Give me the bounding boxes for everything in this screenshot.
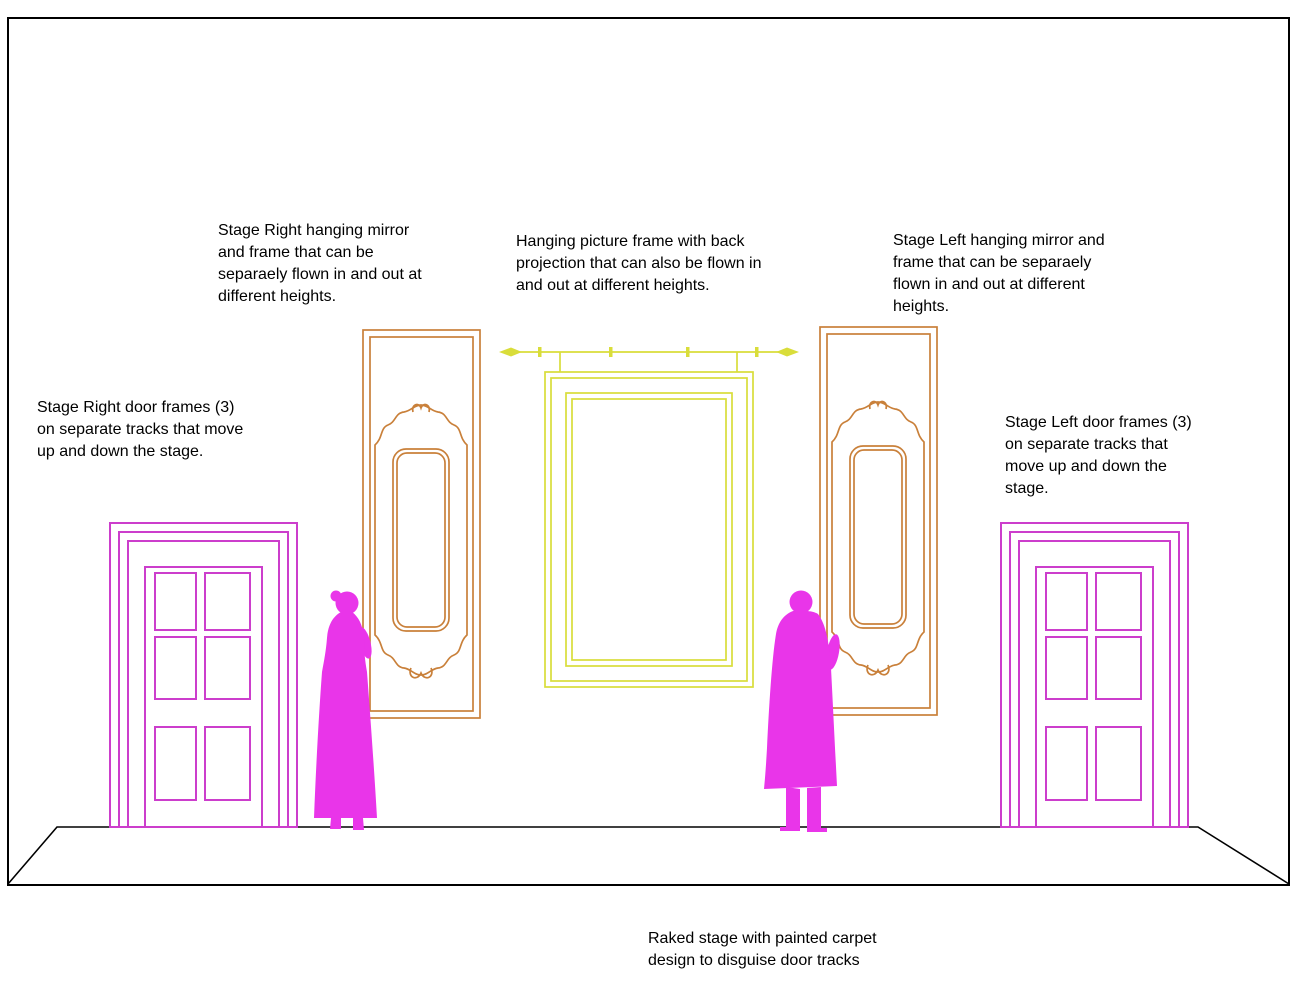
hanging-picture-frame xyxy=(499,347,799,688)
annotation-stage-right-mirror: Stage Right hanging mirror and frame tha… xyxy=(218,222,422,305)
annotation-stage-left-mirror: Stage Left hanging mirror and frame that… xyxy=(893,232,1105,315)
rod-finial-right xyxy=(776,347,799,357)
stage-floor-line xyxy=(7,826,1290,885)
rod-finial-left xyxy=(499,347,522,357)
annotation-stage-left-doors: Stage Left door frames (3) on separate t… xyxy=(1005,414,1192,497)
stage-right-door-frames xyxy=(109,522,298,828)
stage-right-hanging-mirror xyxy=(362,329,481,719)
annotation-center-frame: Hanging picture frame with back projecti… xyxy=(516,233,762,294)
female-actor-silhouette xyxy=(314,590,377,830)
annotation-raked-stage: Raked stage with painted carpet design t… xyxy=(648,930,877,969)
annotation-stage-right-doors: Stage Right door frames (3) on separate … xyxy=(37,399,244,460)
male-actor-silhouette xyxy=(764,590,840,832)
drawing-border xyxy=(7,17,1290,886)
stage-left-door-frames xyxy=(1000,522,1189,828)
